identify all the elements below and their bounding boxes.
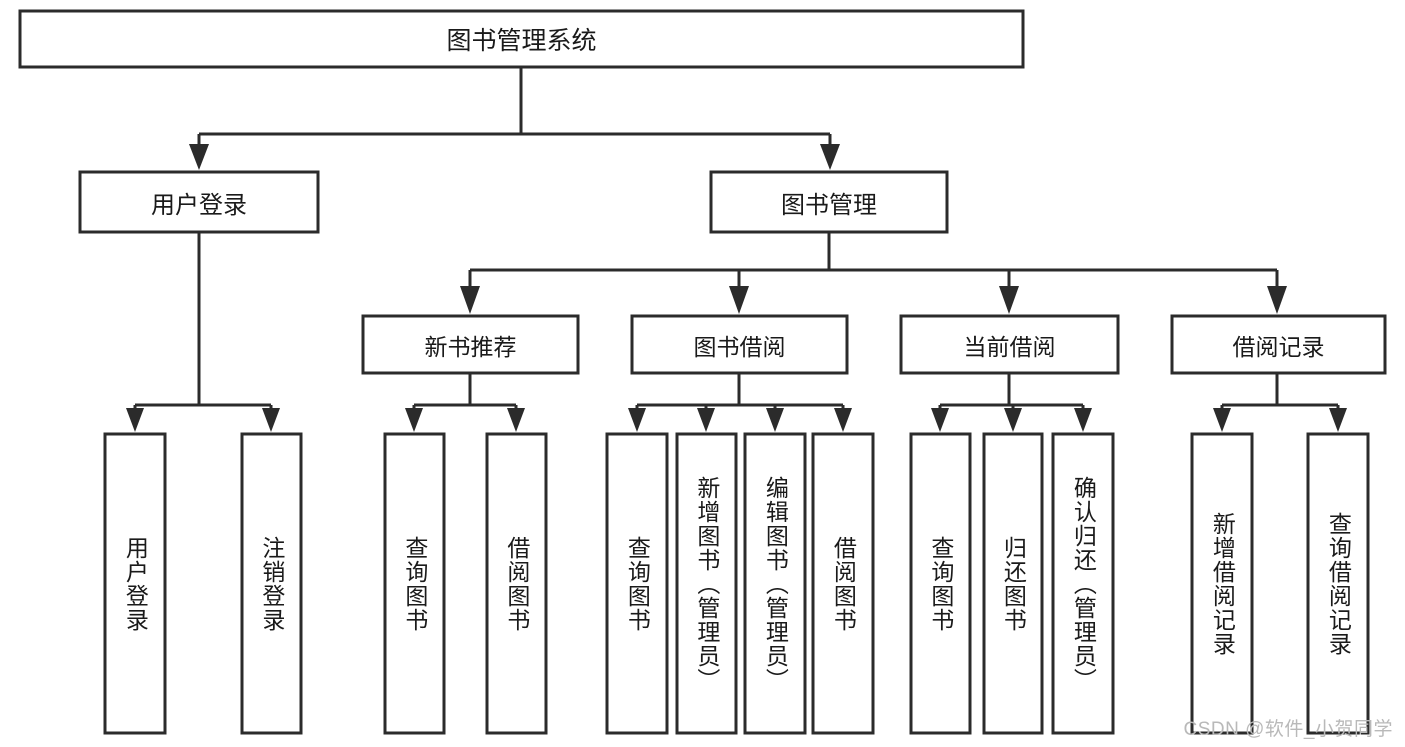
- connector-bookmanage-to-level3: [460, 232, 1287, 314]
- arrow-down-icon: [931, 408, 949, 432]
- leaf-box-query-record[interactable]: [1306, 432, 1370, 735]
- arrow-down-icon: [507, 408, 525, 432]
- leaf-box-user-login[interactable]: [103, 432, 167, 735]
- connector-bookborrow-to-leaves: [628, 373, 852, 432]
- arrow-down-icon: [999, 286, 1019, 314]
- leaf-box-borrow-book-2[interactable]: [811, 432, 875, 735]
- leaf-box-edit-book[interactable]: [743, 432, 807, 735]
- arrow-down-icon: [405, 408, 423, 432]
- leaf-box-return-book[interactable]: [982, 432, 1044, 735]
- leaf-box-add-book[interactable]: [675, 432, 738, 735]
- node-borrow-record-box[interactable]: [1170, 314, 1387, 375]
- connector-newbook-to-leaves: [405, 373, 525, 432]
- arrow-down-icon: [766, 408, 784, 432]
- node-new-book-recommend-box[interactable]: [361, 314, 580, 375]
- arrow-down-icon: [1267, 286, 1287, 314]
- arrow-down-icon: [189, 144, 209, 170]
- arrow-down-icon: [1213, 408, 1231, 432]
- node-current-borrow-box[interactable]: [899, 314, 1120, 375]
- leaf-box-logout[interactable]: [240, 432, 303, 735]
- arrow-down-icon: [1074, 408, 1092, 432]
- leaf-box-confirm-return[interactable]: [1051, 432, 1115, 735]
- arrow-down-icon: [1329, 408, 1347, 432]
- leaf-box-query-book-1[interactable]: [383, 432, 446, 735]
- leaf-box-borrow-book-1[interactable]: [485, 432, 548, 735]
- arrow-down-icon: [262, 408, 280, 432]
- arrow-down-icon: [834, 408, 852, 432]
- arrow-down-icon: [1004, 408, 1022, 432]
- node-book-manage-box[interactable]: [709, 170, 949, 234]
- arrow-down-icon: [460, 286, 480, 314]
- leaf-box-query-book-2[interactable]: [605, 432, 669, 735]
- connector-borrowrecord-to-leaves: [1213, 373, 1347, 432]
- connector-userlogin-to-leaves: [126, 232, 280, 432]
- arrow-down-icon: [820, 144, 840, 170]
- arrow-down-icon: [628, 408, 646, 432]
- node-user-login-box[interactable]: [78, 170, 320, 234]
- csdn-watermark: CSDN @软件_小贺同学: [1183, 719, 1393, 740]
- arrow-down-icon: [697, 408, 715, 432]
- leaf-box-add-record[interactable]: [1190, 432, 1254, 735]
- connector-currentborrow-to-leaves: [931, 373, 1092, 432]
- leaf-box-query-book-3[interactable]: [909, 432, 972, 735]
- arrow-down-icon: [126, 408, 144, 432]
- node-root-box[interactable]: [18, 9, 1025, 69]
- connector-root-to-level2: [189, 67, 840, 170]
- node-book-borrow-box[interactable]: [630, 314, 849, 375]
- arrow-down-icon: [729, 286, 749, 314]
